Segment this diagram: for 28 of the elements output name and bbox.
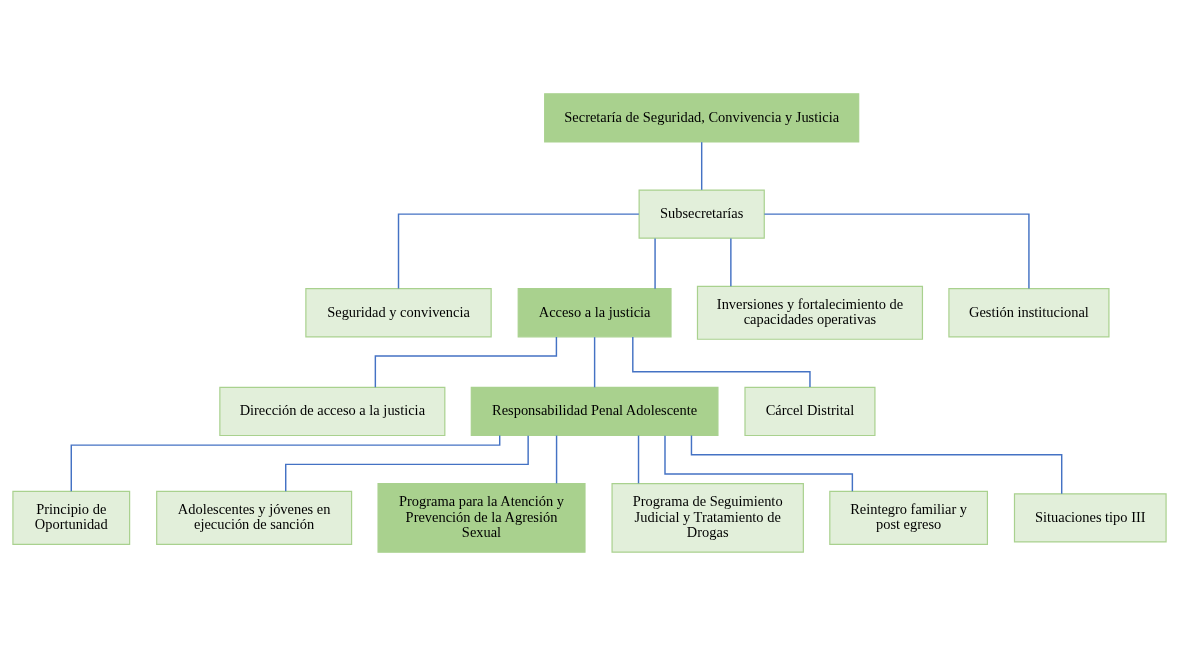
node-box: Adolescentes y jóvenes en ejecución de sanción [156, 490, 353, 545]
connector [700, 141, 703, 191]
node-box: Inversiones y fortalecimiento de capacidades operativas [696, 285, 924, 340]
connector [730, 237, 732, 287]
connector [637, 434, 640, 485]
node-box: Programa para la Atención y Prevención de la Agresión Sexual [377, 483, 586, 553]
connector [70, 434, 501, 492]
node-box: Principio de Oportunidad [12, 490, 131, 545]
connector [285, 435, 529, 492]
node-box: Subsecretarías [638, 189, 765, 239]
node-box: Programa de Seguimiento Judicial y Tratamiento de Drogas [611, 483, 804, 553]
node-box: Responsabilidad Penal Adolescente [470, 386, 719, 437]
connector [555, 434, 558, 485]
node-box: Gestión institucional [948, 288, 1110, 338]
connector [690, 434, 1063, 495]
node-box: Reintegro familiar y post egreso [829, 490, 988, 545]
connector [664, 435, 854, 493]
node-box: Secretaría de Seguridad, Convivencia y Justicia [544, 93, 860, 143]
connector [397, 213, 640, 290]
connector [763, 213, 1030, 290]
node-box: Acceso a la justicia [517, 288, 672, 338]
node-box: Seguridad y convivencia [305, 288, 492, 338]
connector [593, 336, 596, 389]
node-box: Situaciones tipo III [1013, 493, 1167, 543]
connector [374, 336, 558, 389]
connector [654, 237, 656, 290]
node-box: Dirección de acceso a la justicia [219, 386, 446, 437]
node-box: Cárcel Distrital [744, 386, 876, 437]
